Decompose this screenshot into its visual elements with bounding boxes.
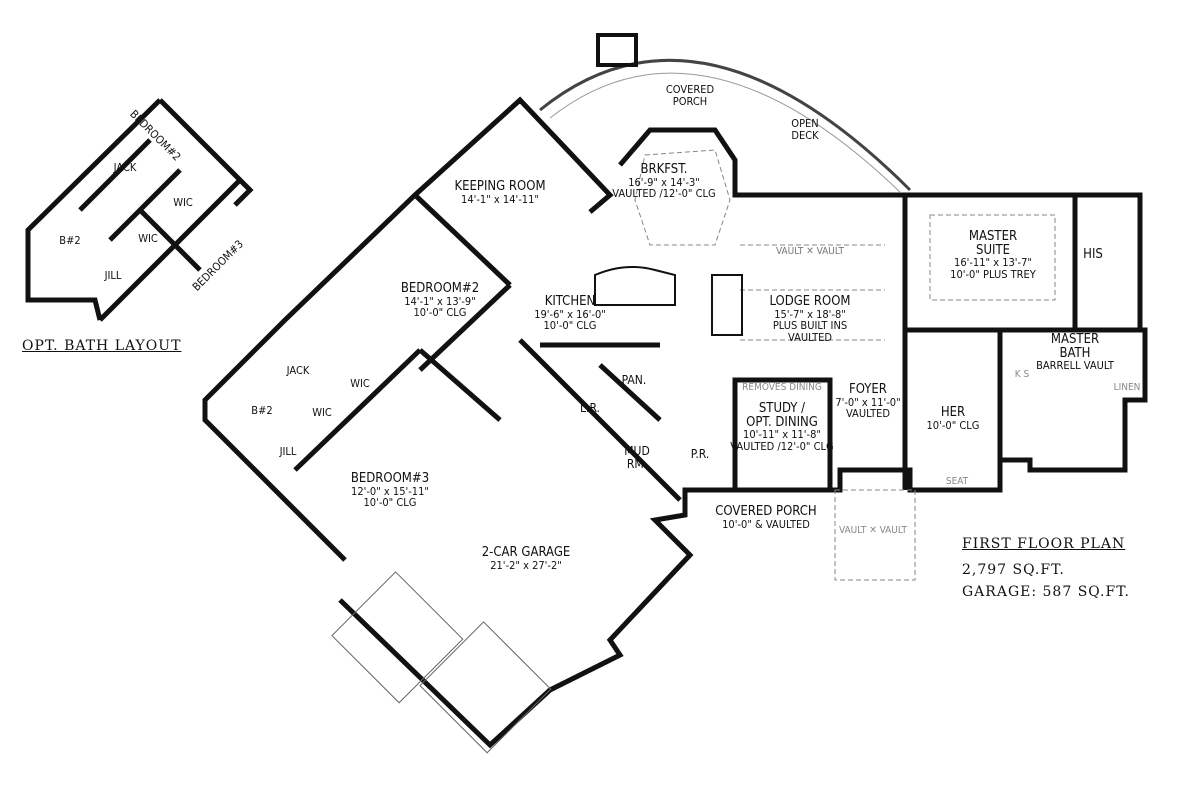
garage-door-2 [419,621,552,754]
removes-dining-note: REMOVES DINING [742,382,822,393]
clg: VAULTED /12'-0" CLG [612,187,716,201]
name: KEEPING ROOM [454,179,546,194]
name: FOYER [849,382,887,397]
pantry-label: PAN. [621,373,647,387]
dims: 21'-2" x 27'-2" [490,558,562,572]
dims: 14'-1" x 14'-11" [461,192,539,206]
note: PLUS BUILT INS [772,319,848,333]
name: HER [940,405,966,420]
dims: 7'-0" x 11'-0" [835,395,901,409]
grill [596,33,638,67]
name2: SUITE [976,242,1010,258]
name: STUDY / [758,401,806,416]
dims: 16'-11" x 13'-7" [954,256,1032,270]
opt-jill-label: JILL [104,269,122,282]
vault: VAULT [838,525,867,536]
dims: 16'-9" x 14'-3" [628,175,700,189]
name2: OPT. DINING [746,414,818,430]
clg: VAULTED /12'-0" CLG [730,439,834,453]
interior-walls [293,193,1140,502]
dims: 19'-6" x 16'-0" [534,307,606,321]
seat-label: SEAT [945,476,969,487]
name: LODGE ROOM [769,294,851,309]
vault: VAULT [816,246,845,257]
garage-area: GARAGE: 587 SQ.FT. [962,584,1130,600]
dims: 10'-11" x 11'-8" [743,428,821,442]
name2: RM. [626,456,648,471]
name: COVERED PORCH [715,504,817,519]
ks-label: K S [1014,369,1030,380]
name2: PORCH [672,94,708,108]
opt-bath-label: B#2 [59,234,81,247]
clg: 10'-0" CLG [363,496,417,510]
linen-label: LINEN [1113,382,1141,393]
name: MASTER [968,229,1018,244]
jill-label: JILL [279,445,297,458]
porch-vault-label: VAULT ✕ VAULT [838,525,908,536]
garage-door-1 [331,571,464,704]
laundry-label: L.R. [580,401,600,415]
name: BRKFST. [640,162,688,177]
kitchen-island [711,274,743,336]
opt-bath-walls [25,98,254,322]
breakfast-label: BRKFST.16'-9" x 14'-3"VAULTED /12'-0" CL… [612,163,715,200]
plan-title: FIRST FLOOR PLAN [962,536,1126,552]
name: MUD [624,444,650,458]
name2: DECK [791,128,819,142]
powder-room-label: P.R. [690,447,710,461]
clg: 10'-0" CLG [543,319,597,333]
wic-label-2: WIC [312,406,332,419]
jack-label: JACK [286,364,310,377]
clg: 10'-0" CLG [413,306,467,320]
name: 2-CAR GARAGE [481,545,571,560]
clg: 10'-0" PLUS TREY [950,267,1036,281]
total-area: 2,797 SQ.FT. [962,562,1065,578]
clg: BARRELL VAULT [1036,359,1114,373]
clg: VAULTED [845,407,890,421]
name: BEDROOM#2 [400,281,480,296]
dims: 14'-1" x 13'-9" [404,294,476,308]
clg: 10'-0" CLG [926,418,980,432]
vault: VAULT [775,246,804,257]
name2: BATH [1059,345,1091,361]
clg: 10'-0" & VAULTED [722,517,810,531]
name: COVERED [665,83,715,96]
clg: VAULTED [788,330,832,344]
dims: 12'-0" x 15'-11" [351,484,429,498]
opt-bath-title: OPT. BATH LAYOUT [22,338,182,354]
vault: VAULT [879,525,908,536]
his-closet-label: HIS [1083,247,1103,262]
opt-wic-label-2: WIC [138,232,158,245]
lodge-vault-label: VAULT ✕ VAULT [775,246,845,257]
opt-jack-label: JACK [113,161,137,174]
name: OPEN [791,117,819,130]
name: MASTER [1050,332,1100,347]
kitchen-counter [594,265,676,306]
name: BEDROOM#3 [350,471,430,486]
dashed-lines [634,149,1056,581]
name: KITCHEN [544,294,596,309]
deck-arc [539,58,912,192]
wic-label: WIC [350,377,370,390]
dims: 15'-7" x 18'-8" [774,307,846,321]
bath2-label: B#2 [251,404,273,417]
opt-wic-label: WIC [173,196,193,209]
exterior-walls [202,96,1148,749]
